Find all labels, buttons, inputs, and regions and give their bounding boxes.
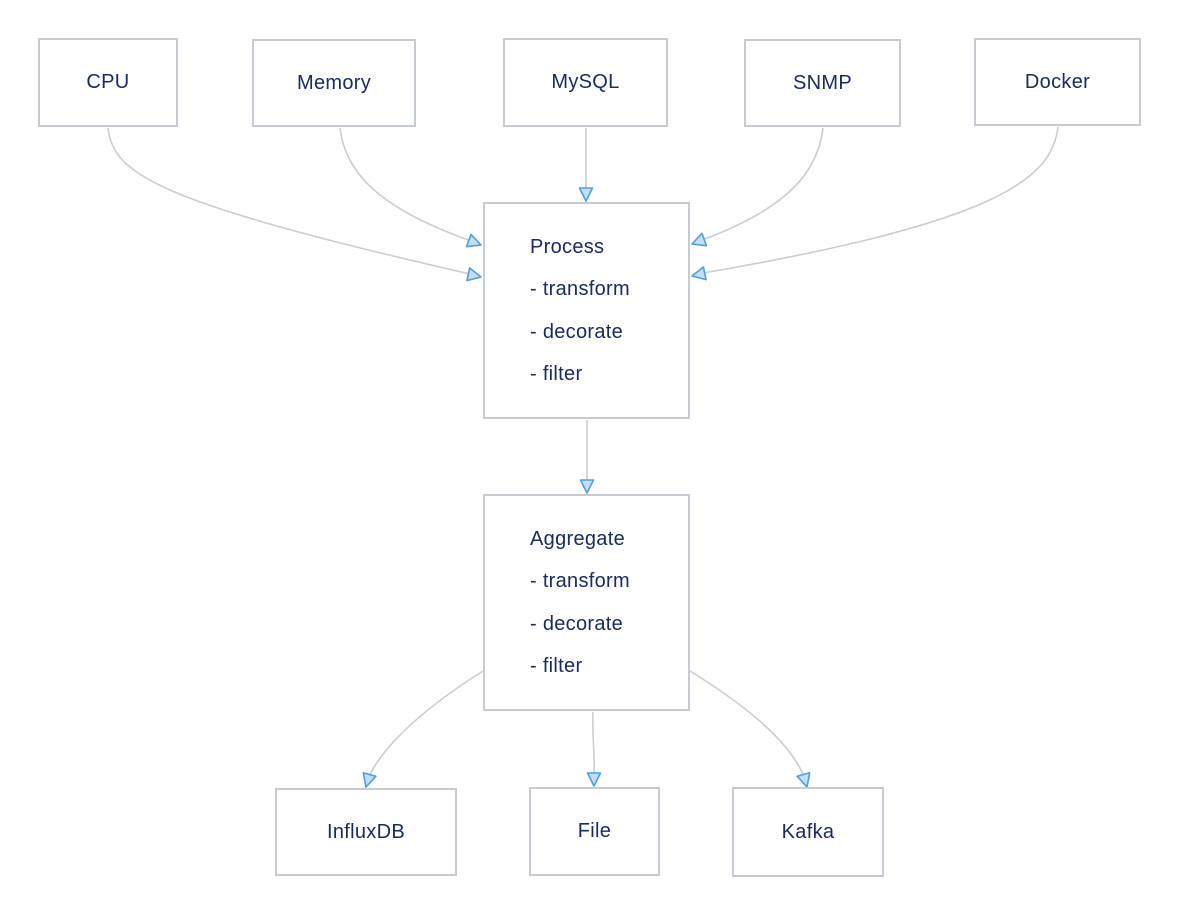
node-kafka-label: Kafka <box>781 820 835 843</box>
node-file-label: File <box>577 820 612 842</box>
node-mysql-label: MySQL <box>551 71 620 93</box>
arrowhead-cpu-process <box>466 267 482 282</box>
node-process-item: - filter <box>530 363 583 385</box>
node-aggregate-item: - decorate <box>530 612 624 635</box>
edge-cpu-process <box>107 127 471 275</box>
node-process-item: - transform <box>530 278 630 300</box>
node-docker: Docker <box>974 38 1141 126</box>
edge-aggregate-kafka <box>689 670 804 775</box>
node-aggregate: Aggregate - transform - decorate - filte… <box>483 494 690 711</box>
arrowhead-docker-process <box>691 266 707 281</box>
node-process-item: - decorate <box>530 320 624 343</box>
arrowhead-aggregate-influxdb <box>362 771 377 788</box>
arrowhead-snmp-process <box>691 232 708 247</box>
node-snmp-label: SNMP <box>793 71 852 94</box>
arrowhead-mysql-process <box>578 187 594 202</box>
edge-memory-process <box>339 127 472 242</box>
node-cpu-label: CPU <box>86 71 130 93</box>
node-snmp: SNMP <box>744 39 901 127</box>
node-memory-label: Memory <box>296 71 372 94</box>
edge-docker-process <box>702 126 1059 274</box>
node-aggregate-title: Aggregate <box>530 527 625 550</box>
node-influxdb-label: InfluxDB <box>327 820 405 843</box>
arrowhead-memory-process <box>465 233 482 248</box>
edge-snmp-process <box>701 127 824 241</box>
node-process: Process - transform - decorate - filter <box>483 202 690 419</box>
node-docker-label: Docker <box>1024 70 1091 93</box>
arrowhead-process-aggregate <box>579 479 595 494</box>
node-aggregate-item: - transform <box>530 570 630 592</box>
node-cpu: CPU <box>38 38 178 127</box>
node-memory: Memory <box>252 39 416 127</box>
node-kafka: Kafka <box>732 787 884 877</box>
node-influxdb: InfluxDB <box>275 788 457 876</box>
node-aggregate-item: - filter <box>530 655 583 677</box>
arrowhead-aggregate-file <box>586 772 602 787</box>
node-file: File <box>529 787 660 876</box>
edge-aggregate-influxdb <box>369 670 484 775</box>
edge-aggregate-file <box>591 711 596 774</box>
node-process-title: Process <box>530 235 605 258</box>
node-mysql: MySQL <box>503 38 668 127</box>
